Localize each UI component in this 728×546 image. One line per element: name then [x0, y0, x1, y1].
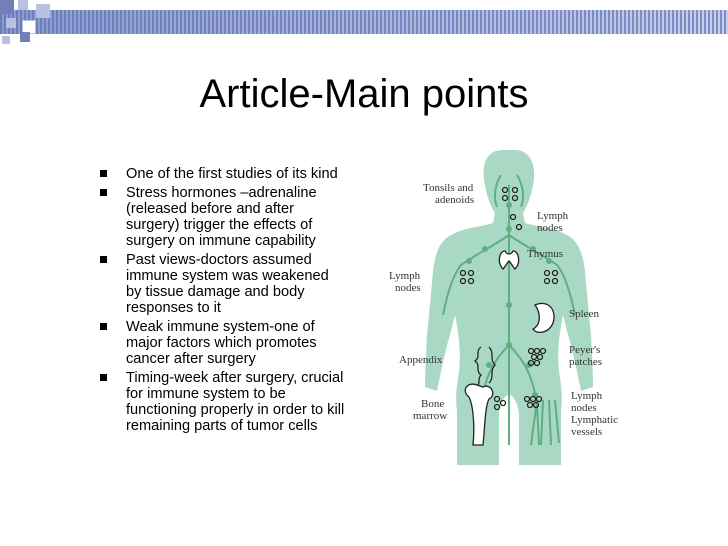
- tonsil-icon: [501, 186, 523, 231]
- bullet-text: One of the first studies of its kind: [126, 166, 338, 182]
- label-appendix: Appendix: [399, 354, 443, 366]
- bullet-text: Stress hormones –adrenaline (released be…: [126, 185, 317, 249]
- bullet-marker: [100, 323, 107, 330]
- label-lymph-top: Lymph: [537, 210, 569, 222]
- bullet-text: Timing-week after surgery, crucial for i…: [126, 370, 345, 434]
- label-thymus: Thymus: [527, 248, 563, 260]
- label-lymph-bottom: Lymph: [571, 390, 603, 402]
- appendix-icon: [473, 346, 483, 388]
- bone-marrow-icon: [464, 383, 494, 446]
- lymph-nodes-left-icon: [459, 269, 559, 285]
- bullet-marker: [100, 374, 107, 381]
- bullet-marker: [100, 256, 107, 263]
- label-nodes-left: nodes: [395, 282, 421, 294]
- label-nodes-top: nodes: [537, 222, 563, 234]
- bullet-item: Timing-week after surgery, crucial for i…: [100, 370, 345, 434]
- bullet-text: Past views-doctors assumed immune system…: [126, 252, 329, 316]
- header-band-fade: [0, 10, 728, 34]
- spleen-icon: [532, 302, 555, 334]
- label-adenoids: adenoids: [435, 194, 474, 206]
- decorative-squares: [0, 0, 60, 50]
- bullet-text: Weak immune system-one of major factors …: [126, 319, 317, 367]
- label-lymph-left: Lymph: [389, 270, 421, 282]
- label-lymphatic: Lymphatic: [571, 414, 618, 426]
- label-nodes-bottom: nodes: [571, 402, 597, 414]
- bullet-list: One of the first studies of its kind Str…: [100, 166, 345, 437]
- bullet-item: Past views-doctors assumed immune system…: [100, 252, 345, 316]
- slide-title: Article-Main points: [199, 72, 529, 116]
- bullet-marker: [100, 170, 107, 177]
- label-tonsils: Tonsils and: [423, 182, 474, 194]
- label-peyers: Peyer's: [569, 344, 600, 356]
- thymus-icon: [498, 250, 520, 270]
- bone-marrow-nodes-icon: [493, 395, 543, 411]
- peyers-patches-icon: [527, 347, 547, 367]
- bullet-item: Stress hormones –adrenaline (released be…: [100, 185, 345, 249]
- label-spleen: Spleen: [569, 308, 599, 320]
- label-bone: Bone: [421, 398, 444, 410]
- intestine-icon: [488, 346, 496, 384]
- label-vessels: vessels: [571, 426, 602, 438]
- lymphatic-system-figure: Tonsils and adenoids Lymph nodes Thymus …: [389, 150, 618, 465]
- label-marrow: marrow: [413, 410, 447, 422]
- bullet-marker: [100, 189, 107, 196]
- bullet-item: Weak immune system-one of major factors …: [100, 319, 345, 367]
- bullet-item: One of the first studies of its kind: [100, 166, 345, 182]
- label-patches: patches: [569, 356, 602, 368]
